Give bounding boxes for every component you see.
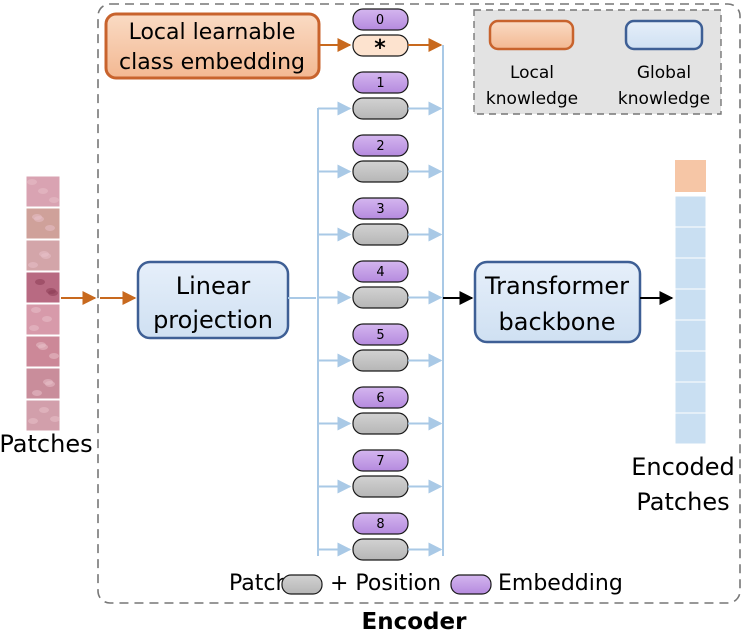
encoded-patches-label: Encoded [631, 453, 735, 481]
caption-position: + Position [330, 571, 441, 596]
transformer-backbone-box [473, 260, 642, 344]
linear-projection-label: Linear [176, 272, 251, 300]
input-patch-tile [25, 399, 61, 432]
transformer-backbone-label: Transformer [484, 272, 629, 300]
encoded-patch-cell [674, 381, 707, 414]
input-patch-texture [36, 342, 46, 348]
patch-embedding-8 [352, 538, 409, 561]
encoded-patch-cell [674, 257, 707, 290]
legend-local-swatch [488, 19, 575, 51]
input-patch-texture [42, 316, 52, 322]
patch-embedding-1 [352, 97, 409, 120]
input-patch-texture [39, 251, 49, 257]
input-patch-texture [32, 214, 42, 220]
legend-global-swatch [624, 19, 704, 51]
patch-embedding-2 [352, 160, 409, 183]
input-patch-tile [25, 207, 61, 240]
legend-global-label: Global [637, 63, 691, 83]
linear-projection-label-2: projection [153, 306, 273, 334]
patch-embedding-7 [352, 475, 409, 498]
encoded-patches-label-2: Patches [636, 488, 729, 516]
position-index-3: 3 [376, 202, 384, 217]
position-embedding-3 [352, 197, 409, 220]
encoder-label: Encoder [362, 609, 468, 635]
encoded-patches-column [674, 160, 707, 445]
encoded-patch-cell [674, 195, 707, 228]
position-index-5: 5 [376, 328, 384, 343]
encoded-patch-cell [674, 226, 707, 259]
caption-embedding: Embedding [498, 571, 623, 596]
encoded-class-token [675, 160, 706, 192]
input-patch-texture [49, 353, 59, 359]
caption-patch-swatch [281, 574, 323, 595]
input-patch-texture [39, 407, 49, 413]
input-patch-tile [25, 271, 61, 304]
position-embedding-5 [352, 323, 409, 346]
input-patch-texture [38, 188, 48, 194]
class-token-symbol: * [374, 36, 386, 61]
token-pairs: 1 2 3 4 5 6 7 8 [318, 71, 443, 561]
input-patch-texture [43, 379, 53, 385]
local-class-embedding-label-2: class embedding [119, 50, 305, 75]
input-patch-texture [28, 418, 38, 424]
position-embedding-6 [352, 386, 409, 409]
legend-global-label-2: knowledge [618, 89, 710, 109]
position-embedding-8 [352, 512, 409, 535]
input-patch-texture [32, 390, 42, 396]
encoded-patch-cell [674, 412, 707, 445]
position-index-4: 4 [376, 265, 384, 280]
linear-projection-box [136, 260, 290, 340]
input-patch-tile [25, 335, 61, 368]
encoder-frame [97, 3, 741, 604]
input-patch-texture [27, 179, 37, 185]
input-patch-texture [46, 288, 56, 294]
position-index-1: 1 [376, 76, 384, 91]
class-token-position [352, 8, 409, 31]
position-index-8: 8 [376, 517, 384, 532]
legend-local-label: Local [510, 63, 554, 83]
legend-local-label-2: knowledge [486, 89, 578, 109]
encoded-patch-cell [674, 319, 707, 352]
position-index-2: 2 [376, 139, 384, 154]
position-embedding-4 [352, 260, 409, 283]
patch-embedding-6 [352, 412, 409, 435]
patches-label: Patches [0, 430, 93, 458]
input-patches-strip [25, 175, 61, 432]
input-patch-texture [31, 307, 41, 313]
caption-position-swatch [450, 574, 492, 595]
patch-embedding-5 [352, 349, 409, 372]
position-embedding-1 [352, 71, 409, 94]
transformer-backbone-label-2: backbone [499, 308, 616, 336]
input-patch-texture [35, 279, 45, 285]
class-token-index: 0 [376, 13, 384, 28]
local-class-embedding-label: Local learnable [129, 20, 296, 45]
position-index-7: 7 [376, 454, 384, 469]
encoded-patch-cell [674, 288, 707, 321]
patch-embedding-4 [352, 286, 409, 309]
position-embedding-7 [352, 449, 409, 472]
input-patch-texture [45, 225, 55, 231]
position-index-6: 6 [376, 391, 384, 406]
input-patch-texture [28, 262, 38, 268]
input-patch-texture [50, 416, 60, 422]
patch-embedding-3 [352, 223, 409, 246]
input-patch-texture [49, 197, 59, 203]
input-patch-texture [29, 325, 39, 331]
encoded-patch-cell [674, 350, 707, 383]
caption-patch: Patch [229, 571, 289, 596]
position-embedding-2 [352, 134, 409, 157]
